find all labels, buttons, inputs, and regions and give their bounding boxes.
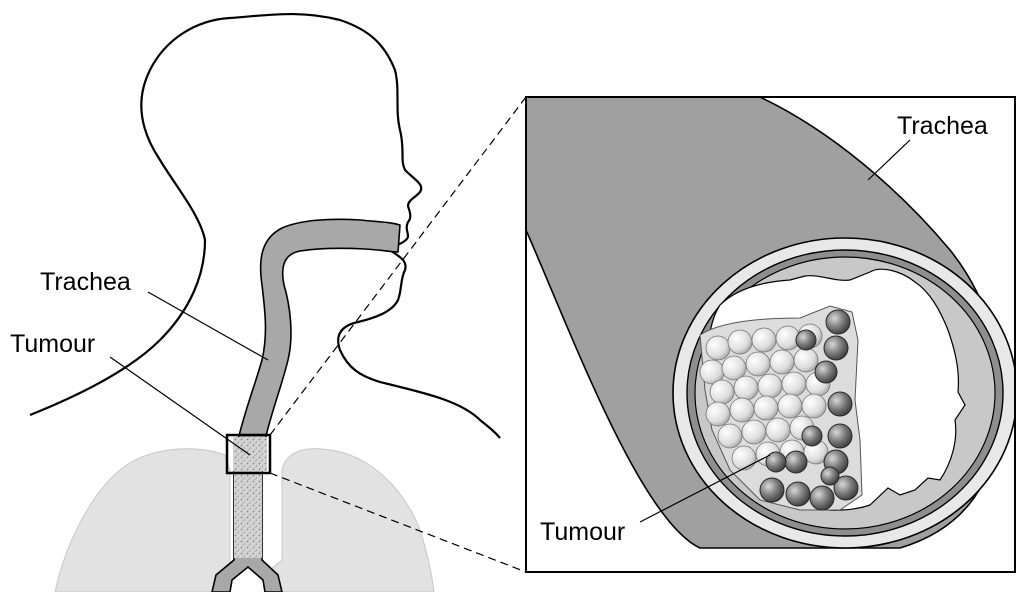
right-lung bbox=[270, 449, 434, 592]
trachea-leader-left bbox=[148, 292, 268, 360]
tumour-label-left: Tumour bbox=[10, 332, 95, 357]
trachea-label-left: Trachea bbox=[40, 270, 131, 295]
trachea-label-inset: Trachea bbox=[897, 114, 988, 139]
tumour-region bbox=[234, 470, 262, 558]
trachea-inset bbox=[526, 97, 1016, 572]
human-figure bbox=[30, 14, 500, 592]
tumour-leader-left bbox=[110, 357, 250, 455]
tumour-label-inset: Tumour bbox=[540, 520, 625, 545]
left-lung bbox=[55, 449, 230, 592]
zoom-guide-top bbox=[270, 97, 526, 435]
